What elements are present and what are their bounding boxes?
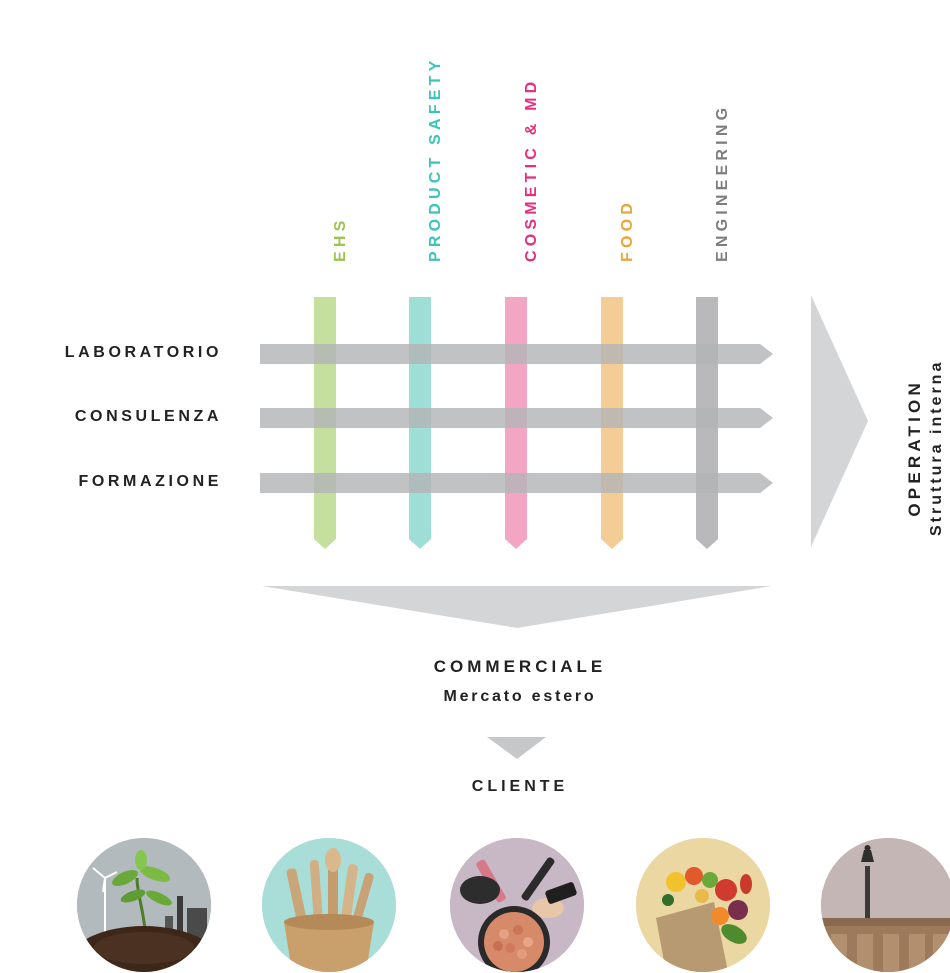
plant-industry-image [77, 838, 211, 972]
cliente-label: CLIENTE [471, 778, 569, 795]
commerciale-arrow [262, 586, 772, 628]
wooden-cutlery-image [262, 838, 396, 972]
operation-subtitle: Struttura interna [928, 359, 945, 536]
operation-label: OPERATION Struttura interna [904, 360, 948, 536]
service-label-laboratorio: LABORATORIO [64, 344, 222, 361]
commerciale-title: COMMERCIALE [433, 657, 607, 676]
commerciale-subtitle: Mercato estero [443, 688, 597, 705]
service-arrow-consulenza [260, 408, 773, 428]
service-arrow-laboratorio [260, 344, 773, 364]
sector-label-product-safety: PRODUCT SAFETY [427, 56, 444, 262]
sector-label-cosmetic-md: COSMETIC & MD [523, 77, 540, 262]
service-label-consulenza: CONSULENZA [74, 408, 222, 425]
cosmetics-image [450, 838, 584, 972]
operation-arrow [811, 295, 868, 547]
service-label-formazione: FORMAZIONE [78, 473, 222, 490]
grocery-bag-image [636, 838, 770, 972]
historic-building-image [821, 838, 950, 972]
sector-label-ehs: EHS [332, 216, 349, 263]
sector-label-engineering: ENGINEERING [714, 103, 731, 262]
service-arrow-formazione [260, 473, 773, 493]
sector-label-food: FOOD [619, 198, 636, 262]
cliente-arrow [487, 737, 546, 759]
operation-title: OPERATION [905, 379, 924, 517]
